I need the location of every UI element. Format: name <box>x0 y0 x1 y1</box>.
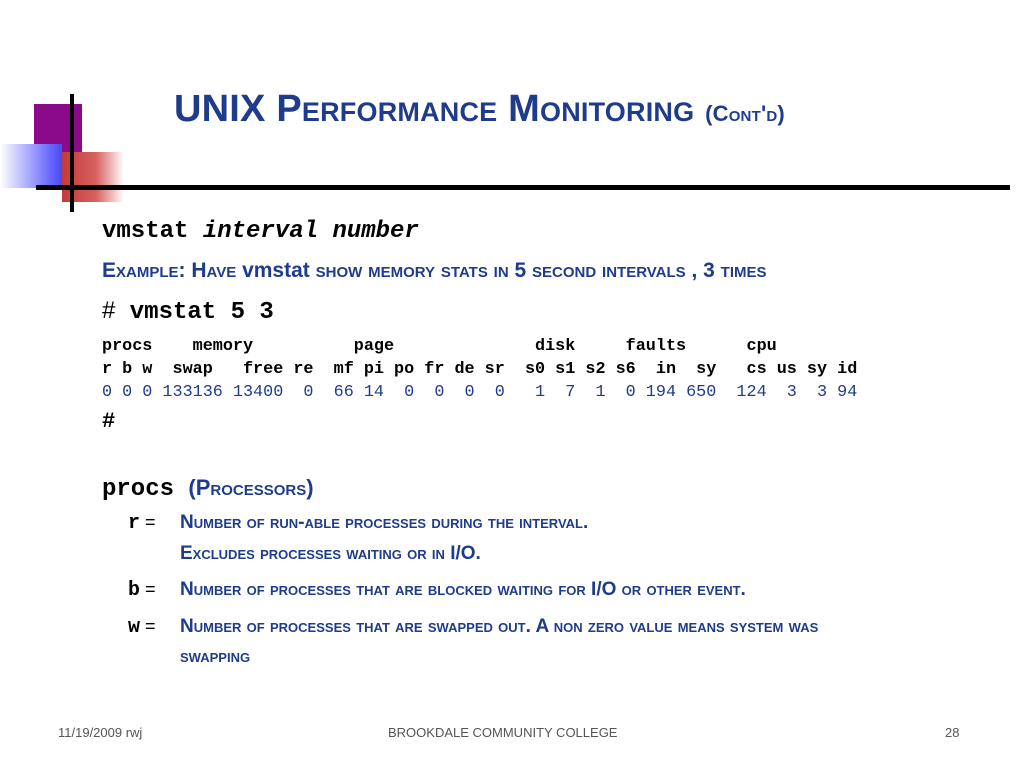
example-rest: show memory stats in 5 second intervals … <box>315 259 767 282</box>
prompt-command: # vmstat 5 3 <box>102 297 274 326</box>
footer-college: BROOKDALE COMMUNITY COLLEGE <box>388 725 618 740</box>
def-term: r <box>128 512 141 535</box>
vmstat-header-1: procs memory page disk faults cpu <box>102 337 777 356</box>
vmstat-data-row: 0 0 0 133136 13400 0 66 14 0 0 0 0 1 7 1… <box>102 383 858 402</box>
footer-date: 11/19/2009 rwj <box>58 725 143 740</box>
def-term: b <box>128 579 141 602</box>
def-equals: = <box>145 616 156 636</box>
def-r-line-1: Number of run-able processes during the … <box>180 512 589 533</box>
vmstat-header-2: r b w swap free re mf pi po fr de sr s0 … <box>102 360 858 379</box>
slide-title: UNIX Performance Monitoring (Cont'd) <box>174 88 785 131</box>
example-label: Example: Have <box>102 259 237 282</box>
procs-heading: procs (Processors) <box>102 475 314 503</box>
def-r-line-2: Excludes processes waiting or in I/O. <box>180 543 481 564</box>
def-equals: = <box>145 512 156 532</box>
vmstat-output: procs memory page disk faults cpu r b w … <box>102 335 857 404</box>
prompt-cmd: vmstat 5 3 <box>129 299 274 326</box>
example-cmd: vmstat <box>242 259 310 282</box>
procs-term: procs <box>102 476 175 503</box>
def-term-b: b = <box>128 579 156 602</box>
def-term-r: r = <box>128 512 156 535</box>
def-b-line-1: Number of processes that are blocked wai… <box>180 579 746 600</box>
slide-title-main: UNIX Performance Monitoring <box>174 88 695 130</box>
prompt-hash: # <box>102 297 116 324</box>
title-underline <box>36 185 1010 190</box>
def-equals: = <box>145 579 156 599</box>
def-w-line-2: swapping <box>180 646 251 667</box>
slide-title-sub: (Cont'd) <box>705 101 785 126</box>
def-term-w: w = <box>128 616 156 639</box>
def-w-line-1: Number of processes that are swapped out… <box>180 616 819 637</box>
example-line: Example: Have vmstat show memory stats i… <box>102 259 767 283</box>
procs-label: (Processors) <box>188 475 314 500</box>
decor-blue-square <box>0 144 62 188</box>
def-term: w <box>128 616 141 639</box>
footer-page-number: 28 <box>945 725 960 740</box>
command-args: interval number <box>202 218 419 245</box>
command-syntax: vmstat interval number <box>102 218 419 245</box>
command-name: vmstat <box>102 218 189 245</box>
decor-vertical-line <box>70 94 74 212</box>
second-prompt: # <box>102 409 116 434</box>
